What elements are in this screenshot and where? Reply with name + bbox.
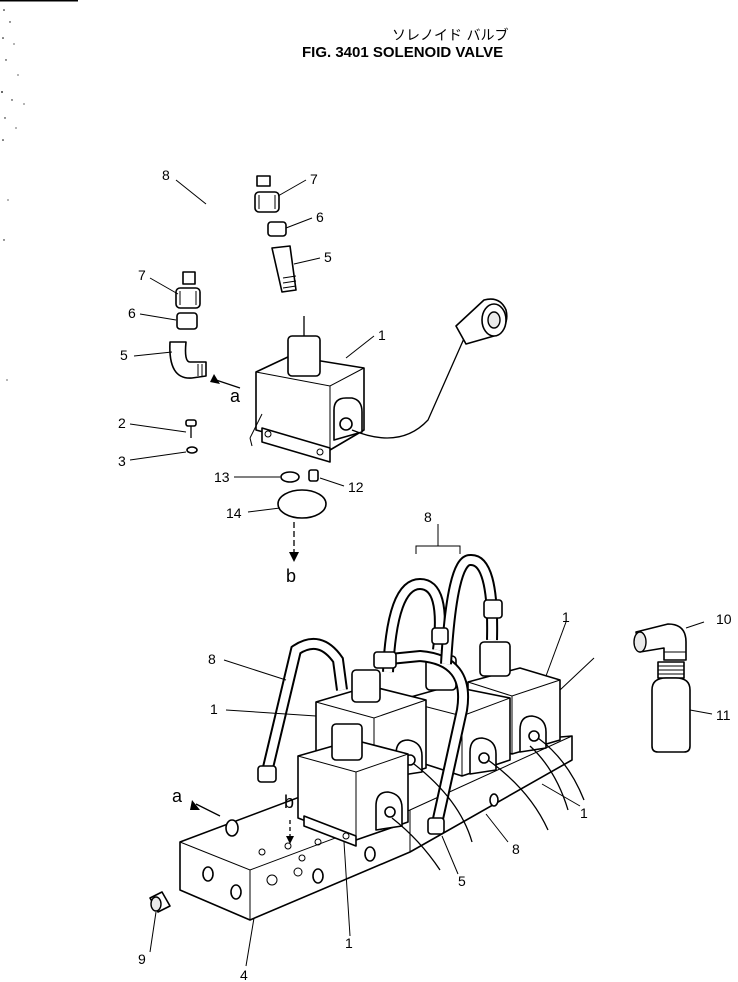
callout-bot-10: 10: [716, 611, 732, 627]
callout-top-b: b: [286, 566, 296, 586]
callout-top-6b: 6: [128, 305, 136, 321]
callout-top-7b: 7: [138, 267, 146, 283]
callout-top-7a: 7: [310, 171, 318, 187]
callout-top-5a: 5: [324, 249, 332, 265]
callout-bot-b: b: [284, 792, 294, 812]
lead-wires: [391, 737, 585, 871]
nut-7-right: [254, 191, 280, 213]
plug-9: [149, 891, 171, 913]
callout-top-1: 1: [378, 327, 386, 343]
sleeve-6-left: [176, 312, 198, 330]
container-11: [651, 661, 691, 753]
hoses-8-bottom: [257, 554, 503, 835]
callout-labels: 8 7 6 5 7 6 5 1 a 2 3 13 12 14 b 8 1 10 …: [118, 167, 732, 982]
callout-bot-1c: 1: [580, 805, 588, 821]
bottom-assembly: [149, 554, 691, 921]
figure-title: FIG. 3401 SOLENOID VALVE: [302, 44, 503, 61]
callout-bot-8a: 8: [424, 509, 432, 525]
callout-top-13: 13: [214, 469, 230, 485]
callout-bot-9: 9: [138, 951, 146, 967]
leader-lines: [129, 179, 713, 967]
callout-bot-1a: 1: [562, 609, 570, 625]
callout-top-14: 14: [226, 505, 242, 521]
solenoid-valve-bottom-1: [297, 723, 409, 847]
callout-top-8: 8: [162, 167, 170, 183]
callout-top-12: 12: [348, 479, 364, 495]
callout-bot-8b: 8: [208, 651, 216, 667]
callout-bot-1b: 1: [210, 701, 218, 717]
washer-3: [186, 446, 198, 454]
callout-top-5b: 5: [120, 347, 128, 363]
screw-2: [185, 419, 197, 438]
callout-top-2: 2: [118, 415, 126, 431]
title-japanese: ソレノイド バルブ: [392, 27, 508, 44]
callout-top-3: 3: [118, 453, 126, 469]
callout-bot-1d: 1: [345, 935, 353, 951]
callout-top-a: a: [230, 386, 241, 406]
plug-12: [308, 469, 319, 482]
callout-bot-a: a: [172, 786, 183, 806]
sleeve-6-right: [267, 221, 287, 237]
callout-bot-5: 5: [458, 873, 466, 889]
scan-noise: [0, 0, 78, 381]
elbow-5-right: [271, 245, 297, 293]
callout-bot-11: 11: [716, 707, 731, 723]
solenoid-valve-top: [255, 298, 508, 463]
callout-top-6a: 6: [316, 209, 324, 225]
o-ring-14: [277, 489, 327, 519]
o-ring-13: [280, 471, 300, 483]
elbow-10: [633, 623, 687, 661]
callout-bot-8c: 8: [512, 841, 520, 857]
hose-8-top: [181, 142, 271, 285]
elbow-5-left: [169, 341, 207, 379]
top-assembly: [169, 142, 508, 562]
nut-7-left: [175, 287, 201, 309]
callout-bot-4: 4: [240, 967, 248, 982]
